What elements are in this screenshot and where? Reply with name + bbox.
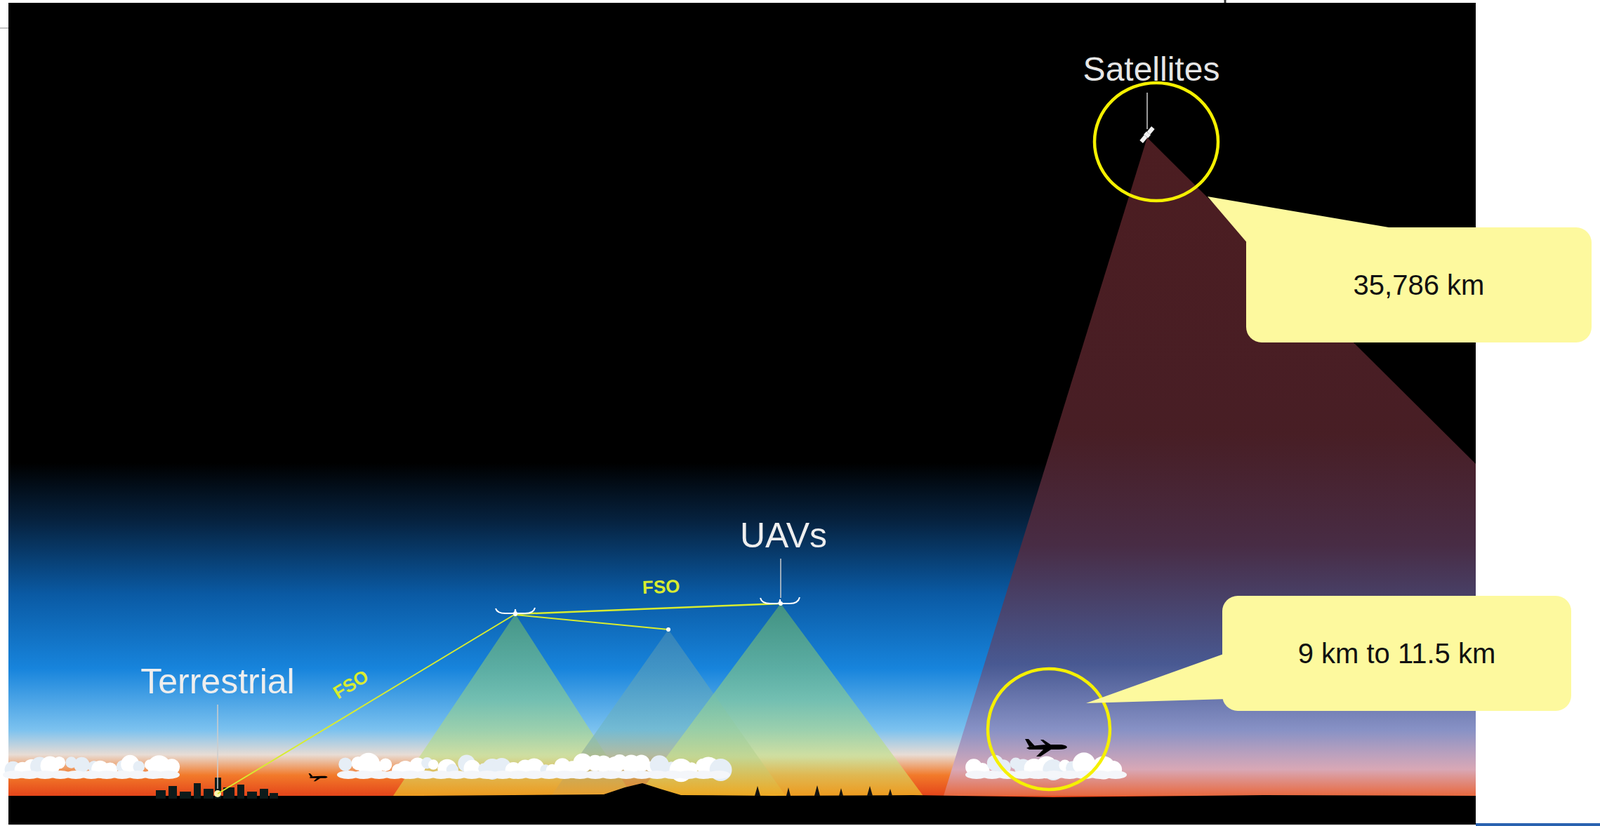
uav-beam bbox=[637, 603, 924, 797]
callout-text: 9 km to 11.5 km bbox=[1298, 636, 1497, 671]
satellite-icon bbox=[1139, 125, 1156, 144]
cloud-puff bbox=[73, 757, 90, 773]
link-label: FSO bbox=[642, 576, 682, 599]
frame-bar bbox=[1475, 823, 1600, 826]
fso-link bbox=[515, 615, 669, 630]
fso-link bbox=[217, 614, 516, 795]
callout-box: 9 km to 11.5 km bbox=[1222, 596, 1572, 712]
callout-pointer bbox=[1086, 652, 1228, 704]
uav-beam bbox=[393, 614, 633, 797]
cloud-puff bbox=[428, 759, 439, 770]
cloud-puff bbox=[338, 757, 352, 771]
airplane-icon bbox=[1025, 739, 1068, 757]
cloud-puff bbox=[53, 756, 66, 770]
cloud-puff bbox=[379, 758, 392, 772]
ground bbox=[8, 783, 1476, 825]
fso-link bbox=[515, 603, 781, 615]
uav bbox=[513, 612, 518, 617]
leader-line bbox=[779, 558, 782, 599]
uav bbox=[666, 627, 671, 632]
link-label: FSO bbox=[329, 666, 373, 703]
frame-tick bbox=[1224, 0, 1227, 3]
clouds bbox=[2, 752, 1127, 783]
city-skyline bbox=[155, 777, 279, 799]
ground-figures bbox=[754, 785, 893, 797]
uav bbox=[778, 601, 783, 606]
leader-line bbox=[1146, 92, 1148, 130]
tier-label: UAVs bbox=[739, 516, 828, 556]
highlight-circle bbox=[1094, 82, 1219, 201]
callout-box: 35,786 km bbox=[1246, 227, 1592, 343]
cloud-puff bbox=[1104, 770, 1127, 780]
cloud-puff bbox=[707, 770, 731, 780]
highlight-circle bbox=[987, 669, 1110, 790]
callout-text: 35,786 km bbox=[1353, 268, 1485, 302]
airplane-icon bbox=[308, 773, 328, 782]
frame-tick bbox=[0, 28, 9, 29]
cloud-puff bbox=[157, 770, 180, 780]
leader-line bbox=[216, 704, 219, 790]
tier-label: Terrestrial bbox=[140, 662, 295, 702]
tier-label: Satellites bbox=[1083, 51, 1221, 89]
